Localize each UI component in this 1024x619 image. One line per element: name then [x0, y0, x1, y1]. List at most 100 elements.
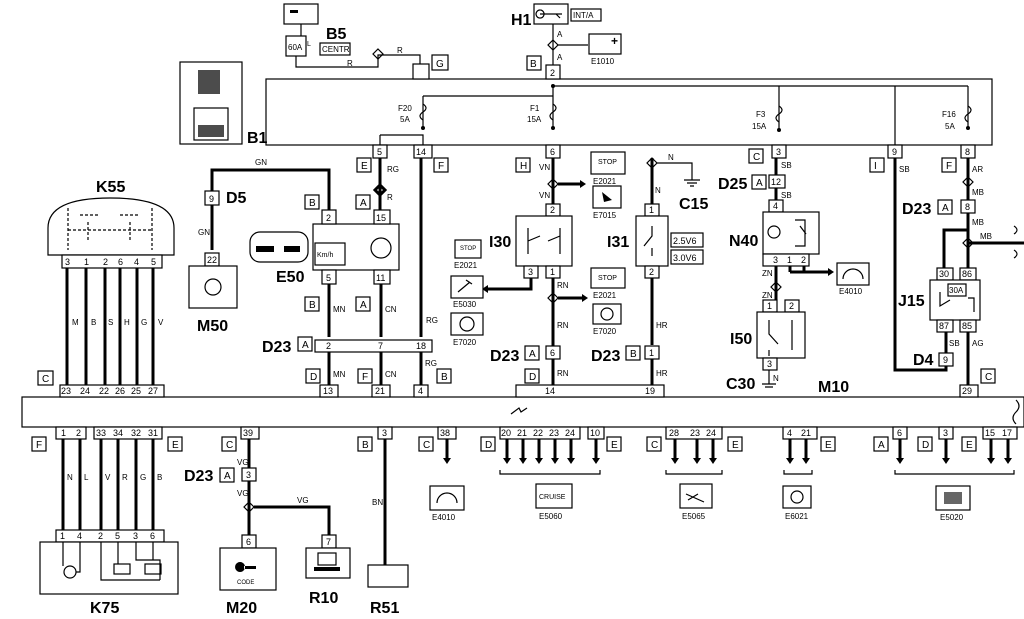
svg-text:3: 3	[133, 531, 138, 541]
conn-box	[917, 436, 933, 452]
i30-label: I30	[489, 234, 511, 251]
fuse-label: F1	[530, 104, 540, 113]
e5020-wires	[898, 439, 1010, 458]
vg-branch	[254, 505, 331, 535]
d23m-m10-wires	[551, 359, 654, 385]
n40-actuator	[762, 211, 820, 255]
arrow	[828, 268, 834, 276]
e5020-symbol	[944, 492, 962, 504]
i31-switch	[635, 215, 669, 267]
junction-dot	[551, 126, 555, 130]
pin-number: 1	[767, 301, 772, 311]
pin-number: 28	[669, 428, 679, 438]
n40-label: N40	[729, 233, 758, 250]
fuse-label: F20	[398, 104, 412, 113]
ground-icon	[684, 179, 700, 187]
wire-color: R	[397, 46, 403, 55]
ref-e5020: E5020	[940, 513, 964, 522]
pin-box	[204, 190, 220, 206]
svg-text:6: 6	[150, 531, 155, 541]
version-tag	[670, 249, 704, 265]
pin-number: 22	[207, 255, 217, 265]
j15-out-wires	[944, 332, 970, 385]
wire-color: RG	[425, 359, 437, 368]
b5-wire	[295, 24, 421, 68]
wire-color: N	[668, 153, 674, 162]
pin-number: 19	[645, 386, 655, 396]
pin-number: 3	[382, 428, 387, 438]
pin-number: 18	[416, 341, 426, 351]
fuse-label: F3	[756, 110, 766, 119]
svg-text:5: 5	[151, 257, 156, 267]
pin-number: 2	[326, 341, 331, 351]
wire-color: CN	[385, 305, 397, 314]
wire-splice	[962, 237, 974, 249]
conn-box	[37, 370, 54, 386]
wire-color: A	[557, 30, 563, 39]
pin-number: 33	[96, 428, 106, 438]
i50-switch	[756, 311, 806, 359]
conn-box	[355, 194, 371, 210]
pin-number: 3	[773, 255, 778, 265]
pin-number: 31	[148, 428, 158, 438]
pin-number: 2	[550, 68, 555, 78]
n40-pin-row	[762, 253, 810, 267]
wire-color: ZN	[762, 269, 773, 278]
wire-color: SB	[949, 339, 960, 348]
wire-splice	[547, 292, 559, 304]
pin-number: 21	[375, 386, 385, 396]
svg-text:G: G	[140, 473, 146, 482]
conn-box	[436, 368, 452, 384]
svg-text:H: H	[124, 318, 130, 327]
stop-text: STOP	[460, 246, 476, 252]
connector-letter: E	[361, 161, 368, 172]
junction-dot	[421, 126, 425, 130]
svg-text:N: N	[67, 473, 73, 482]
pin-number: 7	[378, 341, 383, 351]
bracket	[894, 470, 1015, 475]
k75-pin-row	[55, 529, 165, 543]
connector-letter: E	[611, 440, 618, 451]
d25-label: D25	[718, 176, 747, 193]
b1-fuse-box	[265, 78, 993, 146]
pin-number: 3	[776, 147, 781, 157]
pin-number: 6	[246, 537, 251, 547]
pin-number: 6	[897, 428, 902, 438]
conn-box	[524, 345, 540, 361]
e1010-icon	[588, 33, 622, 55]
m10-pin-row	[665, 426, 723, 440]
d23-label: D23	[490, 348, 519, 365]
connector-letter: D	[529, 372, 536, 383]
conn-box	[937, 199, 953, 215]
e5065-symbol	[685, 493, 705, 503]
svg-text:2: 2	[103, 257, 108, 267]
conn-box	[219, 467, 235, 483]
svg-text:2: 2	[98, 531, 103, 541]
stop-text: STOP	[598, 275, 617, 282]
e5060-wires	[505, 439, 598, 458]
pin-number: 10	[590, 428, 600, 438]
pin-number: 4	[773, 201, 778, 211]
bracket	[783, 470, 813, 475]
svg-text:M: M	[72, 318, 79, 327]
bracket	[665, 470, 723, 475]
inset-part	[284, 246, 300, 252]
m10-pin-row	[59, 384, 165, 398]
pin-number: 1	[649, 348, 654, 358]
pin-number: 11	[376, 273, 385, 283]
b1-label: B1	[247, 130, 268, 147]
wire-color: VG	[297, 496, 309, 505]
connector-letter: F	[946, 161, 952, 172]
i30-switch	[515, 215, 573, 267]
connector-letter: D	[922, 440, 929, 451]
e5030-symbol	[457, 279, 473, 293]
connector-letter: A	[302, 340, 309, 351]
conn-box	[727, 436, 743, 452]
wire-color: MN	[333, 305, 346, 314]
pin-number: 9	[892, 147, 897, 157]
pin-number: 85	[962, 321, 972, 331]
wire-color: VN	[539, 191, 550, 200]
arrow	[582, 294, 588, 302]
r10-label: R10	[309, 590, 338, 607]
conn-box	[356, 157, 372, 173]
